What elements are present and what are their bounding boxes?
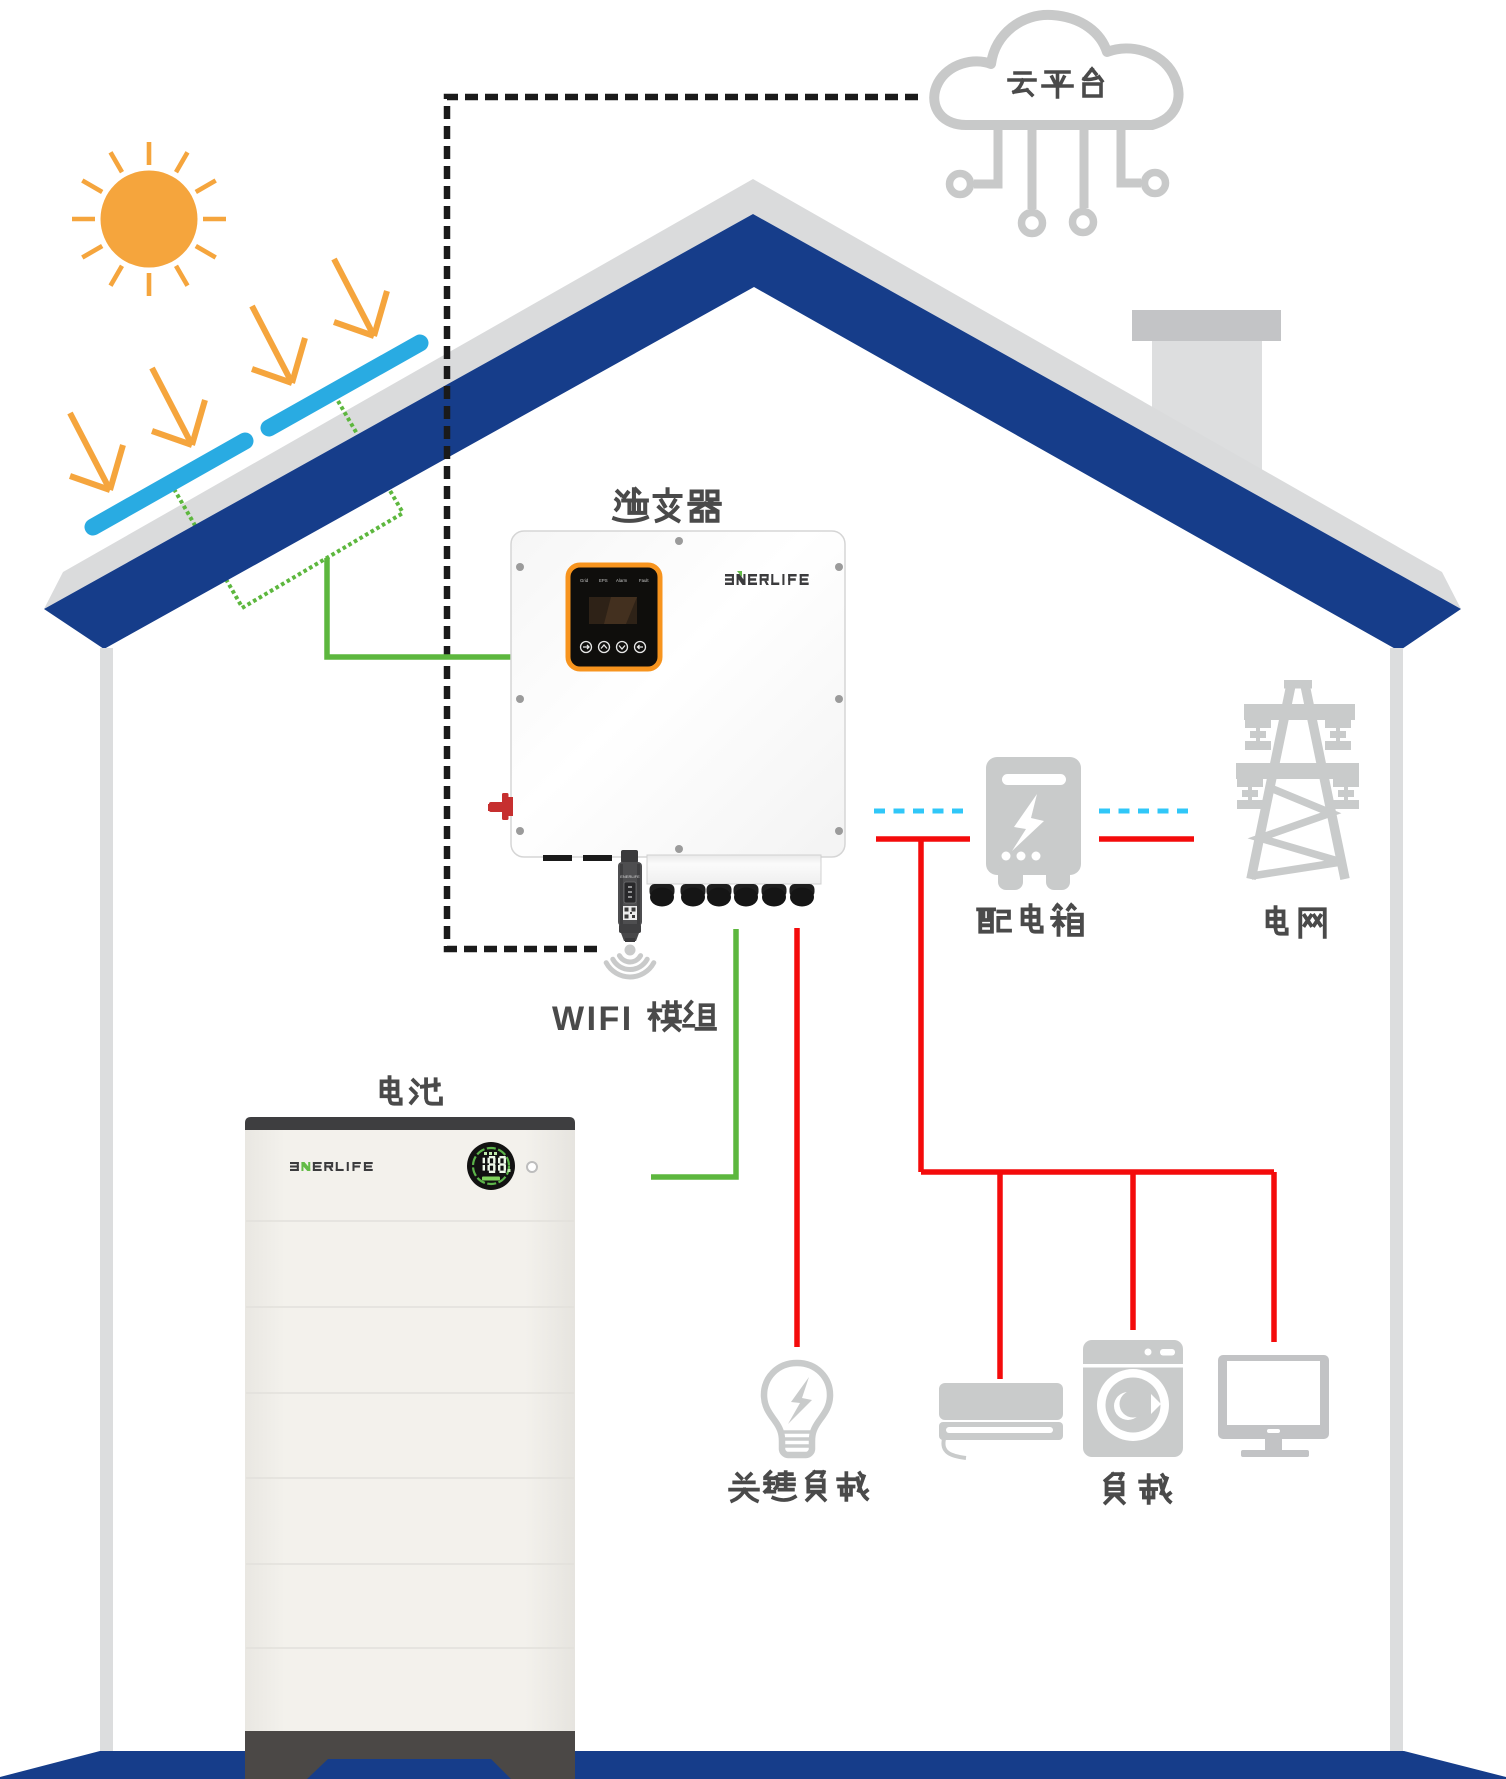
- svg-text:EPS: EPS: [599, 578, 608, 583]
- svg-text:WIFI: WIFI: [552, 1000, 634, 1038]
- svg-text:Grid: Grid: [580, 578, 589, 583]
- svg-text:Alarm: Alarm: [616, 578, 628, 583]
- svg-text:ENERLIFE: ENERLIFE: [620, 874, 640, 879]
- svg-text:Fault: Fault: [639, 578, 649, 583]
